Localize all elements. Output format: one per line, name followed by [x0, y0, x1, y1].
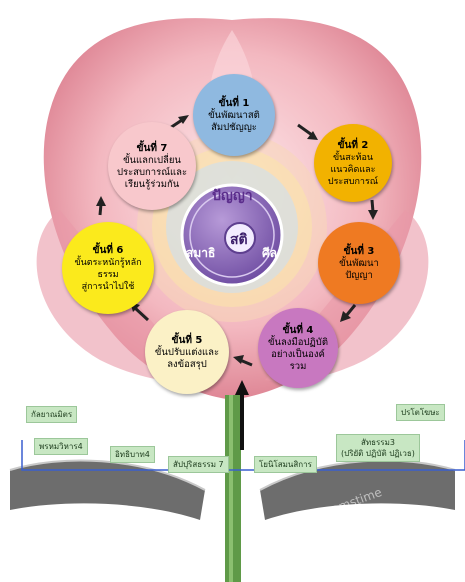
tag-kalyanamitta: กัลยาณมิตร [26, 406, 78, 423]
step-2-number: ขั้นที่ 2 [337, 139, 369, 151]
step-2-description: ขั้นสะท้อนแนวคิดและ ประสบการณ์ [327, 152, 379, 187]
step-3-number: ขั้นที่ 3 [343, 245, 375, 257]
tag-yoniso: โยนิโสมนสิการ [254, 456, 317, 473]
step-4-description: ขั้นลงมือปฏิบัติ อย่างเป็นองค์รวม [267, 336, 329, 372]
core-label-wisdom: ปัญญา [212, 188, 253, 204]
step-5-number: ขั้นที่ 5 [171, 334, 203, 346]
step-1-circle: ขั้นที่ 1 ขั้นพัฒนาสติ สัมปชัญญะ [193, 74, 275, 156]
step-4-number: ขั้นที่ 4 [282, 324, 314, 336]
tag-saddhamma: สัทธรรม3 (ปริยัติ ปฏิบัติ ปฏิเวธ) [336, 434, 420, 462]
step-4-circle: ขั้นที่ 4 ขั้นลงมือปฏิบัติ อย่างเป็นองค์… [258, 308, 338, 388]
core-label-morality: ศีล [262, 246, 277, 260]
step-7-description: ขั้นแลกเปลี่ยน ประสบการณ์และ เรียนรู้ร่ว… [116, 154, 188, 190]
step-2-circle: ขั้นที่ 2 ขั้นสะท้อนแนวคิดและ ประสบการณ์ [314, 124, 392, 202]
step-1-description: ขั้นพัฒนาสติ สัมปชัญญะ [208, 109, 260, 133]
step-6-description: ขั้นตระหนักรู้หลักธรรม สู่การนำไปใช้ [74, 257, 142, 292]
tag-iddhipada: อิทธิบาท4 [110, 446, 155, 463]
step-7-circle: ขั้นที่ 7 ขั้นแลกเปลี่ยน ประสบการณ์และ เ… [108, 122, 196, 210]
step-1-number: ขั้นที่ 1 [218, 97, 250, 109]
principles-bracket [21, 440, 465, 471]
cycle-arrows [96, 115, 378, 367]
step-3-circle: ขั้นที่ 3 ขั้นพัฒนาปัญญา [318, 222, 400, 304]
tag-brahmavihara: พรหมวิหาร4 [34, 438, 88, 455]
step-7-number: ขั้นที่ 7 [136, 142, 168, 154]
tag-sappurisa: สัปปุริสธรรม 7 [168, 456, 229, 473]
step-6-circle: ขั้นที่ 6 ขั้นตระหนักรู้หลักธรรม สู่การน… [62, 222, 154, 314]
lotus-stem [9, 395, 456, 582]
step-6-number: ขั้นที่ 6 [92, 244, 124, 256]
step-5-circle: ขั้นที่ 5 ขั้นปรับแต่งและ ลงข้อสรุป [145, 310, 229, 394]
upward-arrow [235, 380, 249, 450]
tag-paratoghosa: ปรโตโฆษะ [396, 404, 445, 421]
step-5-description: ขั้นปรับแต่งและ ลงข้อสรุป [154, 346, 220, 370]
core-label-concentration: สมาธิ [186, 246, 216, 260]
step-3-description: ขั้นพัฒนาปัญญา [339, 257, 379, 281]
core-label-mindfulness: สติ [230, 232, 248, 248]
core-circle [180, 183, 284, 287]
